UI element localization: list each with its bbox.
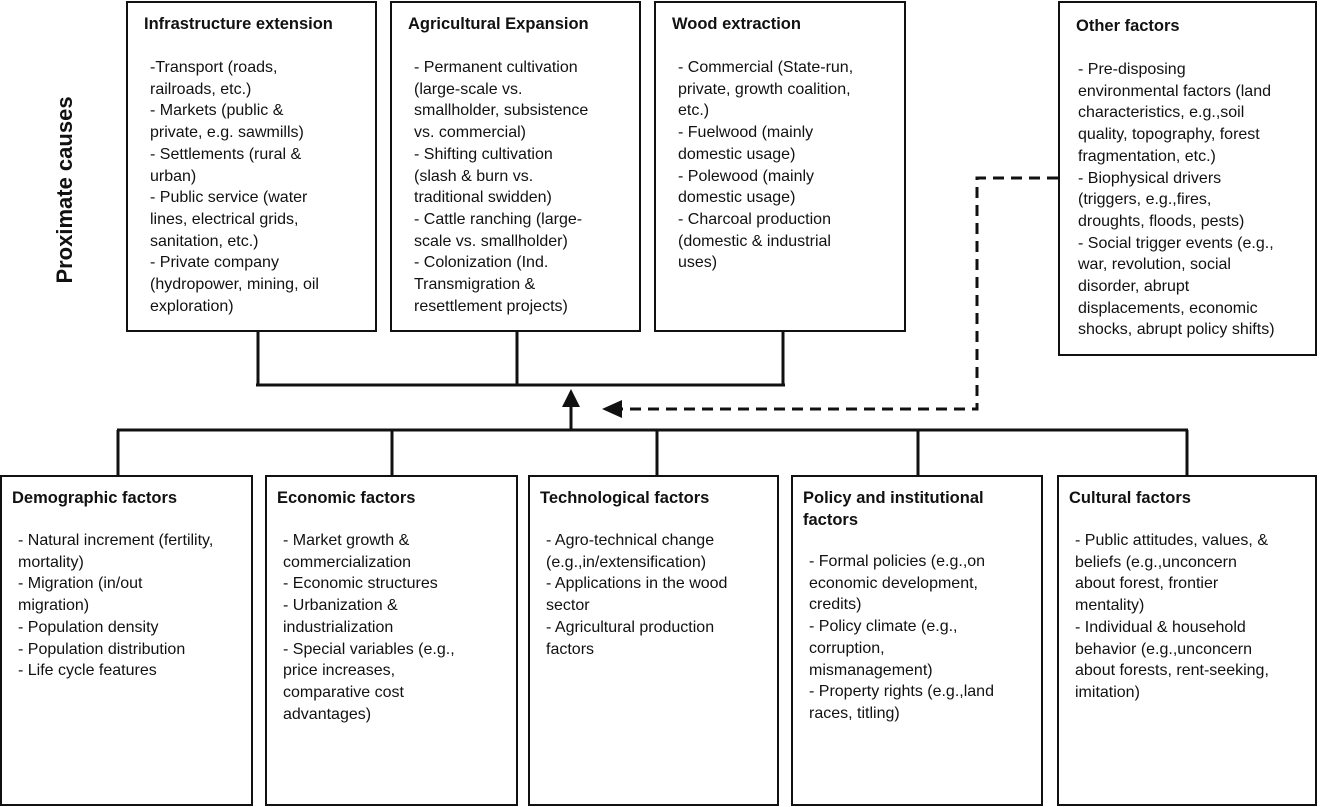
box-title: Policy and institutional factors	[803, 489, 984, 529]
dashed-connector-other	[620, 176, 1058, 411]
box-body: - Formal policies (e.g.,on economic deve…	[809, 553, 994, 722]
proximate-causes-text: Proximate causes	[52, 96, 77, 284]
agricultural-expansion-box: Agricultural Expansion - Permanent culti…	[390, 1, 641, 332]
box-title: Infrastructure extension	[144, 15, 333, 33]
wood-extraction-box: Wood extraction - Commercial (State-run,…	[654, 1, 906, 332]
arrow-head-left	[602, 400, 622, 418]
cultural-factors-box: Cultural factors - Public attitudes, val…	[1057, 475, 1317, 806]
box-title: Demographic factors	[12, 489, 178, 507]
policy-institutional-factors-box: Policy and institutional factors - Forma…	[791, 475, 1043, 806]
box-body: - Pre-disposing environmental factors (l…	[1078, 61, 1275, 339]
box-body: - Natural increment (fertility, mortalit…	[18, 532, 214, 680]
box-body: - Public attitudes, values, & beliefs (e…	[1075, 532, 1269, 701]
proximate-causes-label: Proximate causes	[45, 96, 85, 283]
box-body: - Agro-technical change (e.g.,in/extensi…	[546, 532, 728, 658]
box-body: -Transport (roads, railroads, etc.) - Ma…	[150, 59, 319, 315]
arrow-head-up	[562, 389, 580, 407]
box-title: Wood extraction	[672, 15, 801, 33]
box-title: Economic factors	[277, 489, 416, 507]
technological-factors-box: Technological factors - Agro-technical c…	[528, 475, 779, 806]
demographic-factors-box: Demographic factors - Natural increment …	[0, 475, 253, 806]
other-factors-box: Other factors - Pre-disposing environmen…	[1058, 1, 1317, 356]
box-body: - Permanent cultivation (large-scale vs.…	[414, 59, 589, 315]
box-title: Cultural factors	[1069, 489, 1191, 507]
box-title: Agricultural Expansion	[408, 15, 589, 33]
box-body: - Market growth & commercialization - Ec…	[283, 532, 455, 723]
box-title: Technological factors	[540, 489, 710, 507]
box-title: Other factors	[1076, 17, 1180, 35]
box-body: - Commercial (State-run, private, growth…	[678, 59, 854, 272]
economic-factors-box: Economic factors - Market growth & comme…	[265, 475, 518, 806]
infrastructure-extension-box: Infrastructure extension -Transport (roa…	[126, 1, 377, 332]
